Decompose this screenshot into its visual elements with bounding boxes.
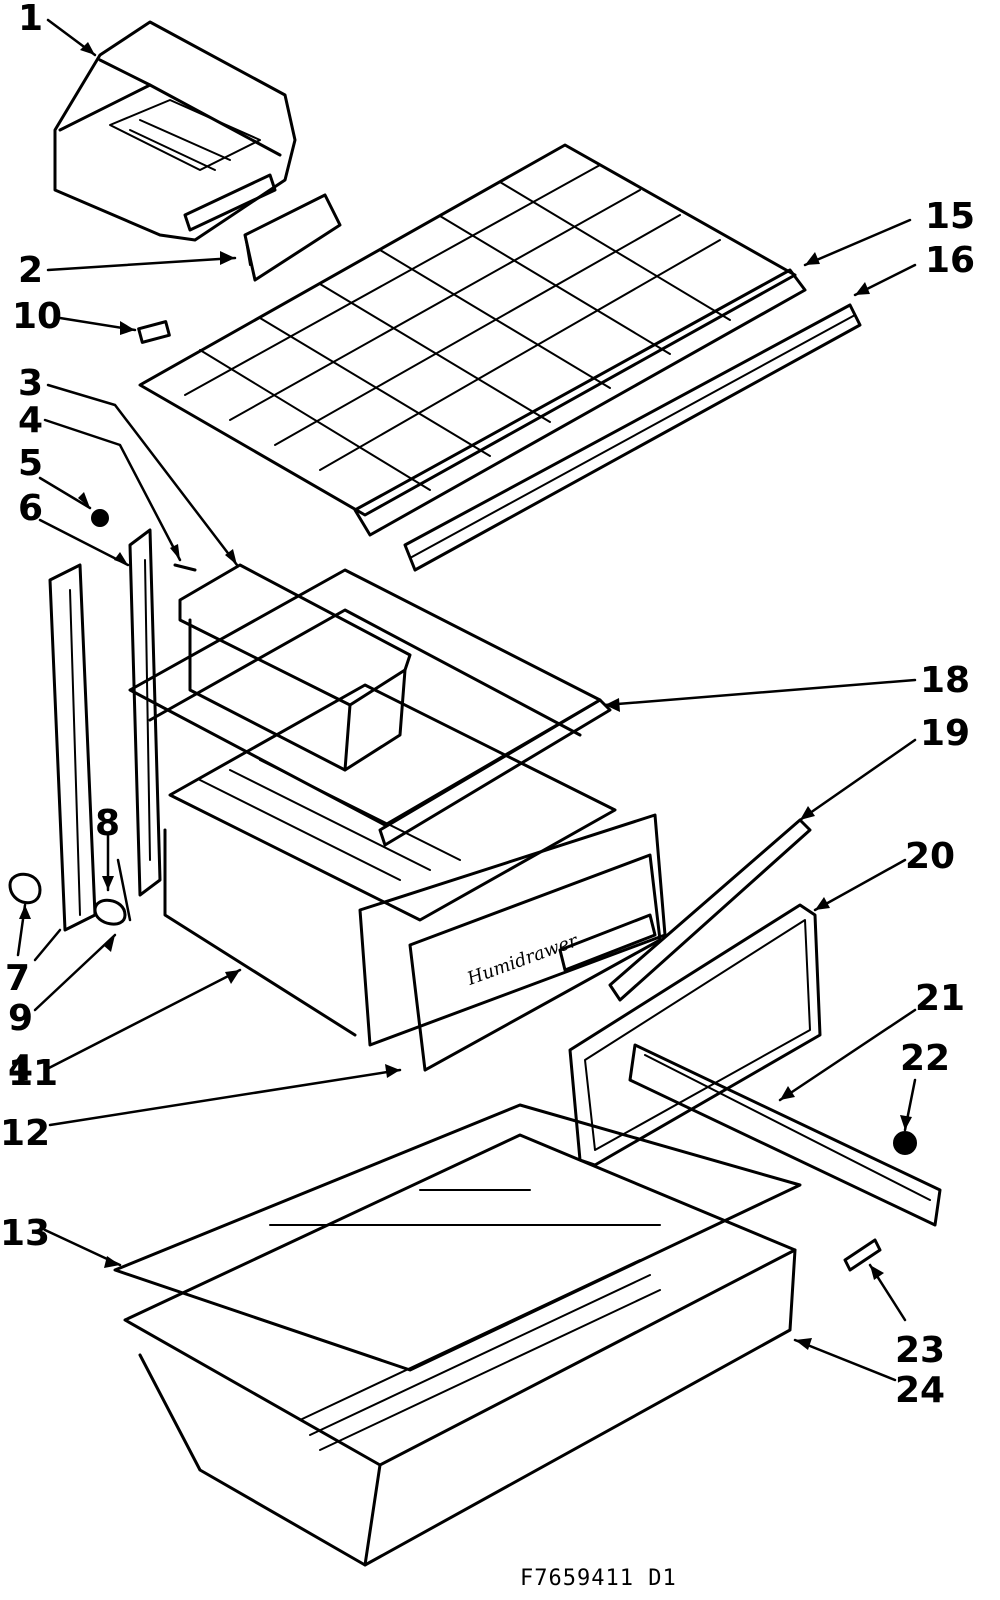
leader-lines (16, 18, 917, 1382)
part-16-shelf-trim (403, 303, 862, 572)
callout-10: 10 (12, 296, 62, 337)
part-11-12-crisper-assembly (128, 568, 812, 1072)
part-15-wire-shelf (138, 143, 807, 537)
callout-16: 16 (925, 240, 975, 281)
callout-5: 5 (18, 443, 43, 484)
part-13-24-pan (113, 1103, 802, 1567)
callout-1: 1 (18, 0, 43, 39)
callout-22: 22 (900, 1038, 950, 1079)
part-2-retainer (243, 193, 342, 282)
callout-21: 21 (915, 978, 965, 1019)
callout-20: 20 (905, 836, 955, 877)
part-3-bin (178, 563, 412, 772)
part-9-rail (8, 563, 127, 932)
callout-2: 2 (18, 250, 43, 291)
part-10-label (137, 320, 171, 344)
part-1-door-bin (53, 20, 297, 242)
callout-9: 9 (8, 998, 33, 1039)
part-21-support (628, 1043, 942, 1227)
callout-6: 6 (18, 488, 43, 529)
callout-18: 18 (920, 660, 970, 701)
part-23-screw (843, 1238, 882, 1272)
callout-12: 12 (0, 1113, 50, 1154)
part-22-screw (893, 1131, 917, 1155)
callout-4-upper: 4 (18, 400, 43, 441)
callout-24: 24 (895, 1370, 945, 1411)
part-6-rail (91, 509, 197, 897)
callout-19: 19 (920, 713, 970, 754)
drawing-number: F7659411 D1 (520, 1566, 677, 1591)
callout-4-lower: 4 (8, 1048, 33, 1089)
callout-7: 7 (5, 958, 30, 999)
callout-11: 11 (8, 1053, 58, 1094)
callout-13: 13 (0, 1213, 50, 1254)
callout-15: 15 (925, 196, 975, 237)
callout-3: 3 (18, 363, 43, 404)
callout-23: 23 (895, 1330, 945, 1371)
callout-8: 8 (95, 803, 120, 844)
